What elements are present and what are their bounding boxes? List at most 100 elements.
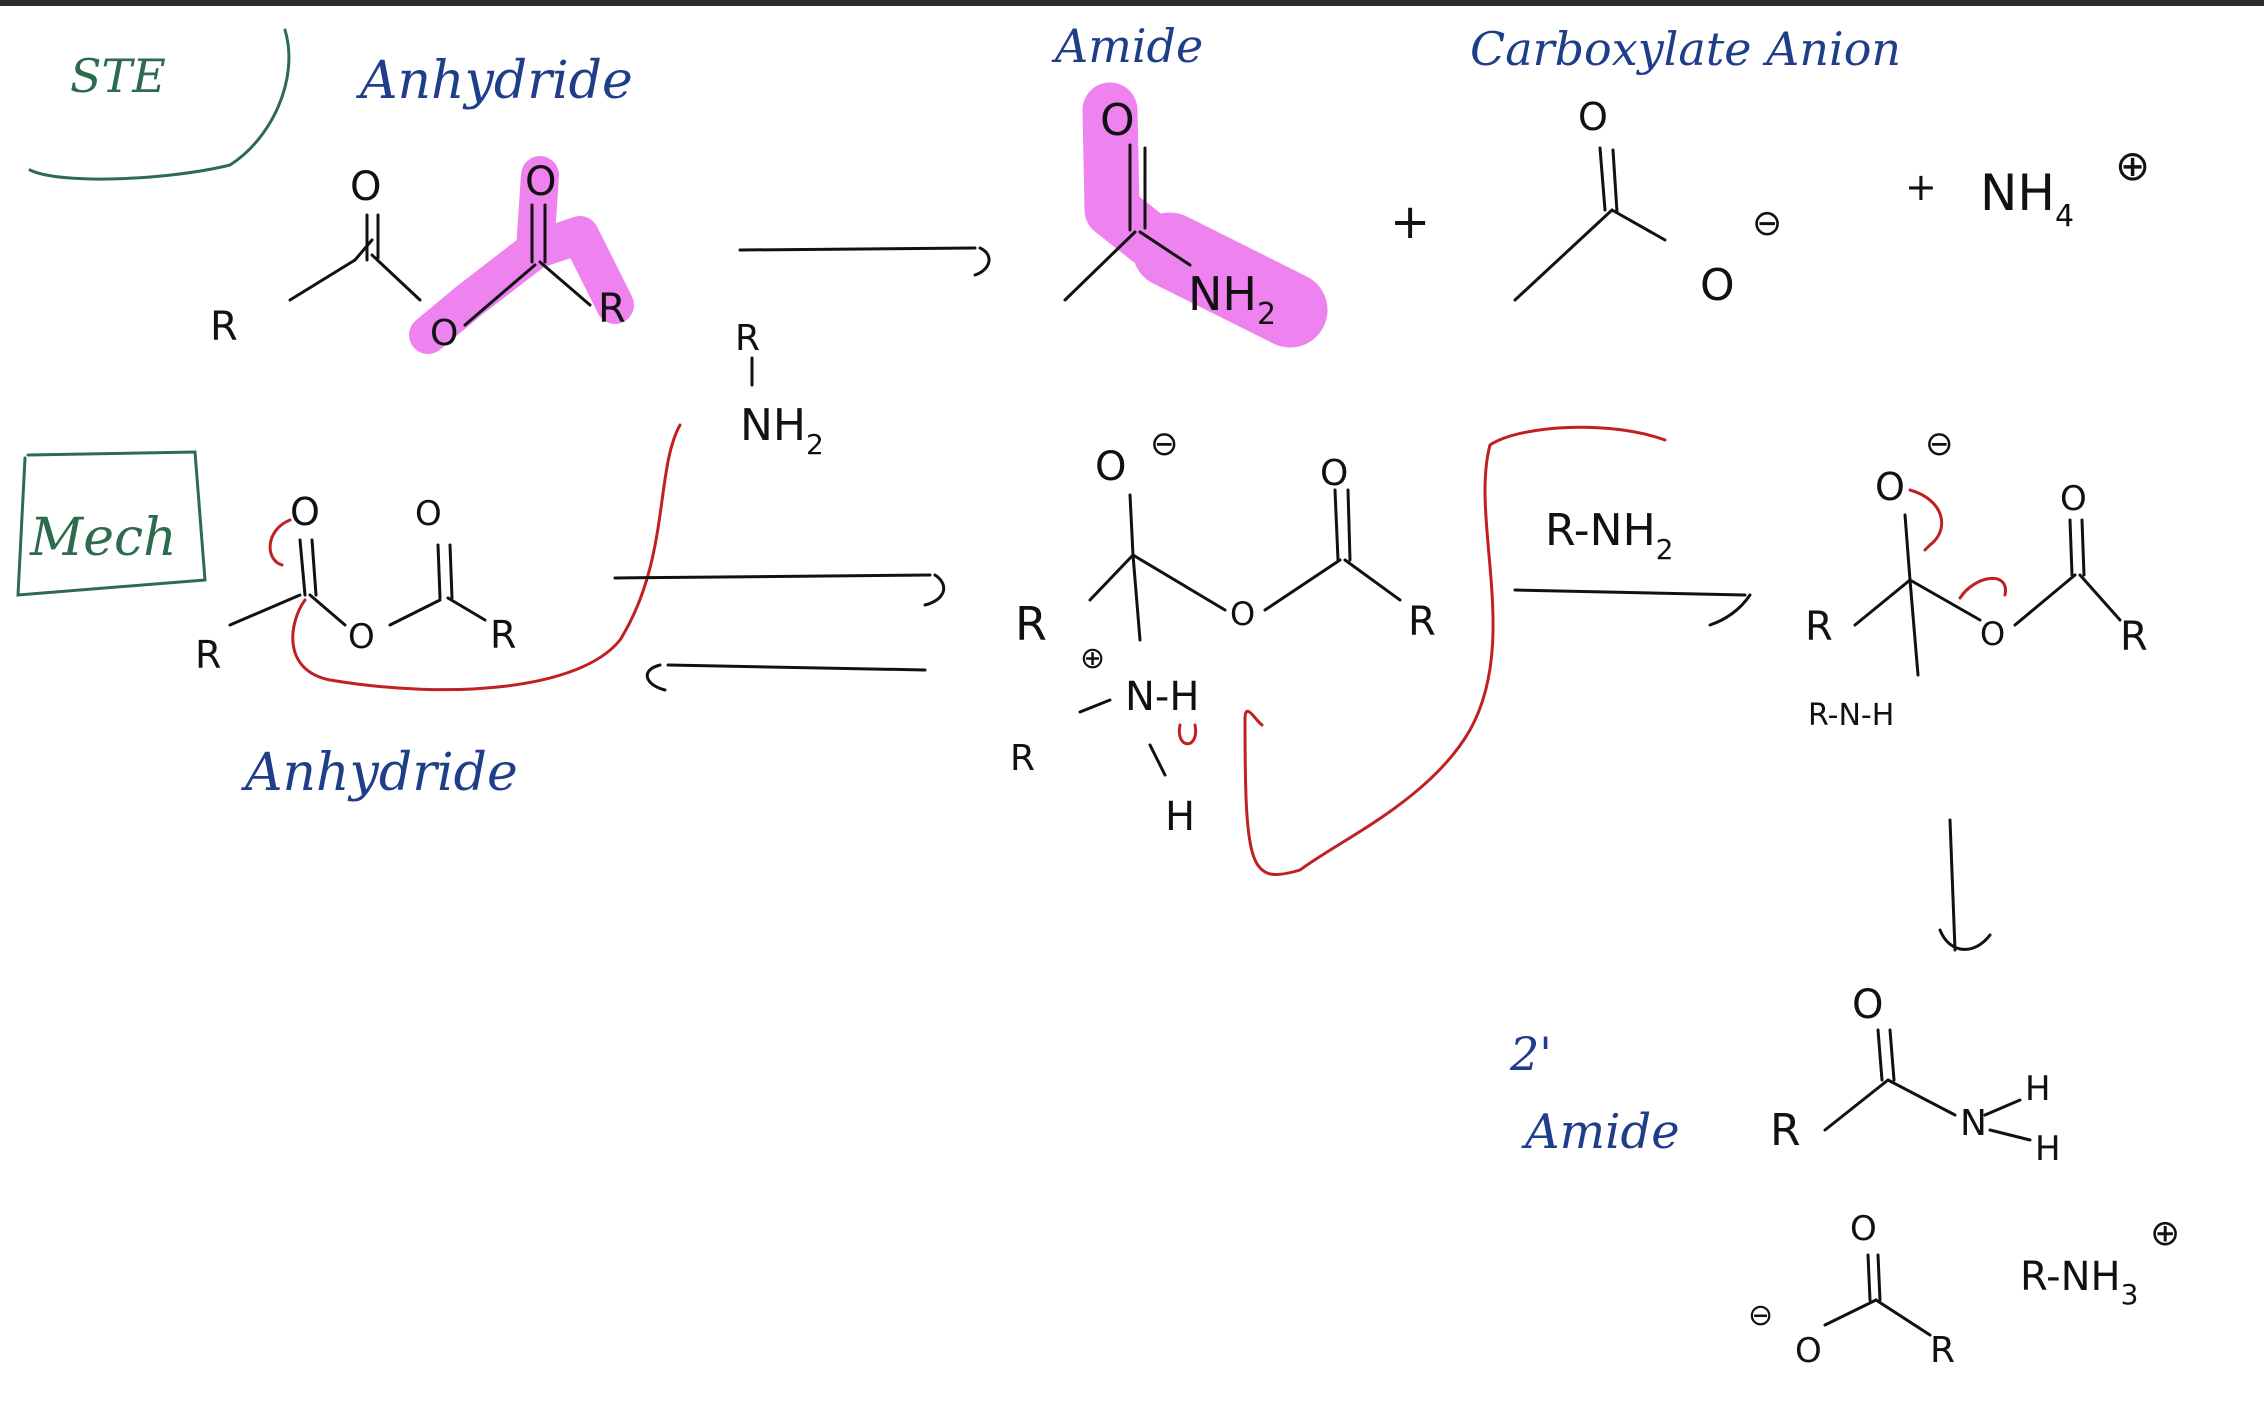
amide-top-label: Amide bbox=[1051, 19, 1203, 73]
atom-o-carboxylate-anion: O bbox=[1700, 260, 1735, 311]
byproduct-bonds bbox=[1823, 1253, 1932, 1337]
mech-box bbox=[16, 450, 207, 597]
charge-neg-alkoxide-1: ⊖ bbox=[1150, 424, 1179, 464]
plus-sign-2: + bbox=[1905, 165, 1937, 209]
atom-r-amine: R bbox=[735, 318, 760, 359]
anhydride-top-label: Anhydride bbox=[356, 51, 633, 111]
ste-label: STE bbox=[70, 49, 166, 103]
atom-r-product: R bbox=[1770, 1105, 1801, 1156]
ste-label-group: STE bbox=[28, 28, 291, 181]
atom-o-amide: O bbox=[1100, 95, 1135, 146]
carboxylate-bonds bbox=[1513, 146, 1667, 302]
atom-r-int2-right: R bbox=[2120, 614, 2148, 660]
charge-neg-alkoxide-2: ⊖ bbox=[1925, 424, 1954, 464]
carboxylate-byproduct: O O ⊖ R bbox=[1748, 1209, 1955, 1371]
anhydride-bonds-left bbox=[288, 213, 422, 302]
atom-o-alkoxide-2: O bbox=[1875, 465, 1905, 509]
amine-base-label: R-NH2 bbox=[1545, 505, 1674, 566]
intermediate-1-ester-bonds bbox=[1263, 488, 1402, 612]
atom-r-int1: R bbox=[1015, 597, 1047, 651]
intermediate-2-ester-bonds bbox=[2013, 518, 2122, 627]
tetrahedral-intermediate-2: O ⊖ R O O R R-N-H bbox=[1805, 424, 2148, 733]
charge-pos-ammonium: ⊕ bbox=[2115, 141, 2150, 190]
atom-r-int2: R bbox=[1805, 604, 1833, 650]
atom-o-int1-carbonyl: O bbox=[1320, 453, 1348, 494]
charge-pos-alkylammonium: ⊕ bbox=[2150, 1213, 2180, 1254]
anhydride-bonds-right bbox=[463, 203, 592, 327]
intermediate-1-bonds bbox=[1088, 493, 1227, 642]
atom-n-product: N bbox=[1960, 1103, 1987, 1144]
equilibrium-forward-arrow bbox=[613, 573, 946, 607]
plus-sign-1: + bbox=[1390, 194, 1430, 250]
red-arrow-nh-bond bbox=[1177, 723, 1198, 746]
atom-r-left: R bbox=[210, 304, 238, 350]
atom-o-product: O bbox=[1852, 982, 1883, 1028]
anhydride-bottom-label: Anhydride bbox=[241, 743, 518, 803]
atom-h-int1: H bbox=[1165, 794, 1195, 840]
atom-o-alkoxide-1: O bbox=[1095, 444, 1126, 490]
red-arrow-pi-bond bbox=[268, 518, 292, 567]
atom-nh2-amine: NH2 bbox=[740, 400, 824, 461]
atom-o-mech-bridge: O bbox=[348, 617, 375, 657]
amide-highlight bbox=[1082, 82, 1178, 268]
carboxylate-structure: O O ⊖ bbox=[1513, 95, 1782, 311]
tetrahedral-intermediate-1: O ⊖ R ⊕ O O R N-H R H bbox=[1010, 424, 1436, 840]
product-amide-bonds bbox=[1823, 1028, 1957, 1132]
atom-r-n-h-int2: R-N-H bbox=[1808, 698, 1894, 733]
down-arrow bbox=[1938, 818, 1992, 952]
red-arrow-leaving-group bbox=[1958, 577, 2007, 600]
anhydride-mech-structure: R O O O R bbox=[195, 490, 516, 677]
int1-n-h-bond bbox=[1148, 743, 1167, 777]
atom-o-carbonyl-2: O bbox=[525, 159, 556, 205]
atom-h-product-1: H bbox=[2025, 1069, 2051, 1109]
amide-top-structure: O NH2 bbox=[1063, 82, 1328, 348]
atom-nh4: NH4 bbox=[1980, 164, 2074, 234]
whiteboard-canvas: STE Anhydride R O O O R Amide O NH2 + Ca… bbox=[16, 19, 2180, 1371]
atom-r-int1-right: R bbox=[1408, 599, 1436, 645]
atom-r-mech-left: R bbox=[195, 633, 221, 677]
amide-bottom-label: Amide bbox=[1521, 1104, 1680, 1160]
intermediate-2-bonds bbox=[1853, 513, 1982, 677]
atom-o-byproduct-anion: O bbox=[1795, 1331, 1822, 1371]
secondary-amide-structure: O R N H H bbox=[1770, 982, 2061, 1169]
top-reaction-arrow bbox=[738, 246, 991, 277]
anhydride-highlight-2 bbox=[516, 216, 634, 324]
anhydride-top-structure: R O O O R bbox=[210, 156, 634, 354]
deprotonation-arrow bbox=[1513, 588, 1752, 627]
amine-reagent: R NH2 bbox=[735, 318, 824, 461]
alkylammonium: R-NH3 ⊕ bbox=[2020, 1213, 2180, 1311]
mech-label: Mech bbox=[29, 508, 177, 568]
red-arrow-amine-attack bbox=[291, 423, 682, 692]
atom-r-right: R bbox=[598, 286, 626, 332]
product-n-h-bonds bbox=[1983, 1098, 2032, 1142]
ammonium-group: NH4 ⊕ bbox=[1980, 141, 2150, 234]
charge-neg-byproduct: ⊖ bbox=[1748, 1298, 1773, 1333]
atom-o-int2-bridge: O bbox=[1980, 615, 2005, 653]
atom-o-mech-1: O bbox=[290, 490, 320, 534]
anhydride-highlight bbox=[409, 156, 559, 354]
equilibrium-reverse-arrow bbox=[646, 663, 927, 692]
carboxylate-label: Carboxylate Anion bbox=[1470, 22, 1901, 76]
charge-neg-carboxylate: ⊖ bbox=[1752, 203, 1782, 244]
atom-h-product-2: H bbox=[2035, 1129, 2061, 1169]
red-arrow-reform-carbonyl bbox=[1908, 488, 1944, 552]
atom-r-byproduct: R bbox=[1930, 1330, 1955, 1371]
atom-nh2: NH2 bbox=[1188, 267, 1276, 332]
top-toolbar-strip bbox=[0, 0, 2264, 6]
atom-r-nh3: R-NH3 bbox=[2020, 1254, 2138, 1311]
ste-underline-swoosh bbox=[28, 28, 291, 181]
atom-o-bridge: O bbox=[430, 313, 458, 354]
atom-o-byproduct-carbonyl: O bbox=[1850, 1209, 1877, 1249]
atom-o-carbonyl-1: O bbox=[350, 164, 381, 210]
red-arrow-deprotonation bbox=[1243, 425, 1667, 877]
secondary-label: 2' bbox=[1509, 1027, 1552, 1081]
atom-o-carboxylate-carbonyl: O bbox=[1578, 95, 1608, 139]
atom-o-mech-2: O bbox=[415, 494, 442, 534]
anhydride-mech-bonds-right bbox=[388, 543, 487, 627]
atom-r-mech-right: R bbox=[490, 613, 516, 657]
atom-o-int2-carbonyl: O bbox=[2060, 479, 2087, 519]
mech-label-group: Mech bbox=[16, 450, 207, 597]
amide-highlight-2 bbox=[1132, 212, 1328, 348]
atom-r-int1-n: R bbox=[1010, 738, 1035, 779]
anhydride-mech-bonds-left bbox=[228, 538, 347, 627]
